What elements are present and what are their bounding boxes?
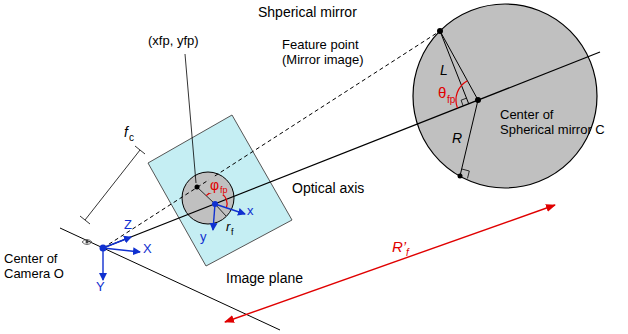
axis-label: y — [200, 230, 207, 245]
axis-label: Y — [96, 280, 105, 295]
part-label: Shperical mirror — [258, 4, 357, 20]
part-label: Center of Spherical mirror C — [500, 108, 608, 138]
leader-line — [185, 54, 196, 183]
camera-z-axis — [103, 237, 131, 248]
camera-center — [100, 245, 107, 252]
dimension-label: L — [440, 62, 448, 78]
subscript: f — [231, 227, 234, 237]
ray-line — [103, 31, 440, 248]
angle-symbol: θ — [438, 84, 446, 101]
subscript: c — [129, 132, 134, 144]
eye-symbol — [86, 241, 89, 244]
subscript: f — [406, 247, 409, 259]
radius-r-line — [460, 100, 478, 176]
distance-arrow — [225, 205, 555, 322]
image-x-axis — [215, 204, 245, 214]
dimension-label: R’ — [392, 238, 406, 255]
mirror-image-circle — [182, 172, 234, 224]
dimension-tick — [80, 216, 90, 224]
image-plane — [148, 115, 292, 266]
dimension-label: f — [124, 124, 128, 140]
right-angle-mark — [462, 169, 470, 178]
part-label: Optical axis — [292, 180, 364, 196]
eye-symbol — [82, 240, 92, 245]
optical-axis — [103, 52, 600, 248]
tangent-point — [458, 174, 463, 179]
coordinate-label: (xfp, yfp) — [148, 34, 199, 49]
subscript: fp — [447, 94, 455, 106]
theta-arc — [456, 81, 467, 108]
feature-point — [437, 28, 443, 34]
axis-label: X — [143, 242, 152, 257]
focal-dimension-line — [85, 150, 140, 220]
axis-label: x — [247, 204, 254, 219]
dimension-label: r — [226, 220, 230, 235]
camera-y-axis — [102, 248, 103, 280]
mirror-center — [475, 97, 481, 103]
part-label: Center of Camera O — [4, 252, 78, 282]
image-y-axis — [213, 204, 215, 230]
subscript: fp — [219, 185, 229, 195]
axis-label: Z — [124, 218, 132, 233]
spherical-mirror — [413, 4, 597, 188]
part-label: Image plane — [226, 270, 303, 286]
dimension-tick — [135, 146, 145, 154]
dimension-label: R — [452, 130, 462, 146]
camera-x-axis — [103, 248, 140, 252]
right-angle-mark — [461, 98, 467, 106]
image-center — [212, 201, 218, 207]
part-label: Feature point (Mirror image) — [282, 38, 368, 68]
